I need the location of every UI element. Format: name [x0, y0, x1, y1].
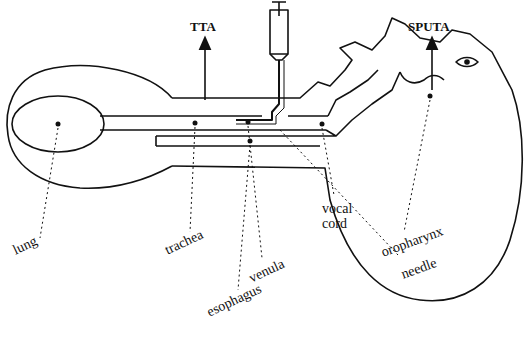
trachea-tube	[100, 116, 328, 130]
chest-outline	[7, 66, 172, 189]
tta-arrow	[204, 42, 206, 100]
tongue	[400, 72, 444, 83]
venula-needle	[236, 60, 279, 120]
part-label: esophagus	[205, 282, 264, 320]
leader-lines	[40, 100, 430, 290]
part-label: venula	[247, 257, 287, 286]
part-label: trachea	[163, 228, 206, 258]
sputa-arrow	[431, 42, 433, 90]
sample-label: SPUTA	[408, 20, 450, 34]
eye	[456, 58, 478, 67]
syringe-barrel	[270, 10, 288, 54]
part-label: lung	[11, 234, 40, 258]
part-label: oropharynx	[379, 224, 445, 260]
pharynx	[320, 70, 400, 136]
point-dots	[56, 94, 433, 144]
part-label: needle	[399, 256, 438, 282]
syringe-plunger	[270, 2, 288, 60]
part-label: vocal cord	[322, 202, 362, 231]
lung	[12, 96, 104, 152]
sample-label: TTA	[190, 20, 216, 34]
head-outline	[172, 18, 522, 301]
esophagus-tube	[156, 136, 320, 146]
